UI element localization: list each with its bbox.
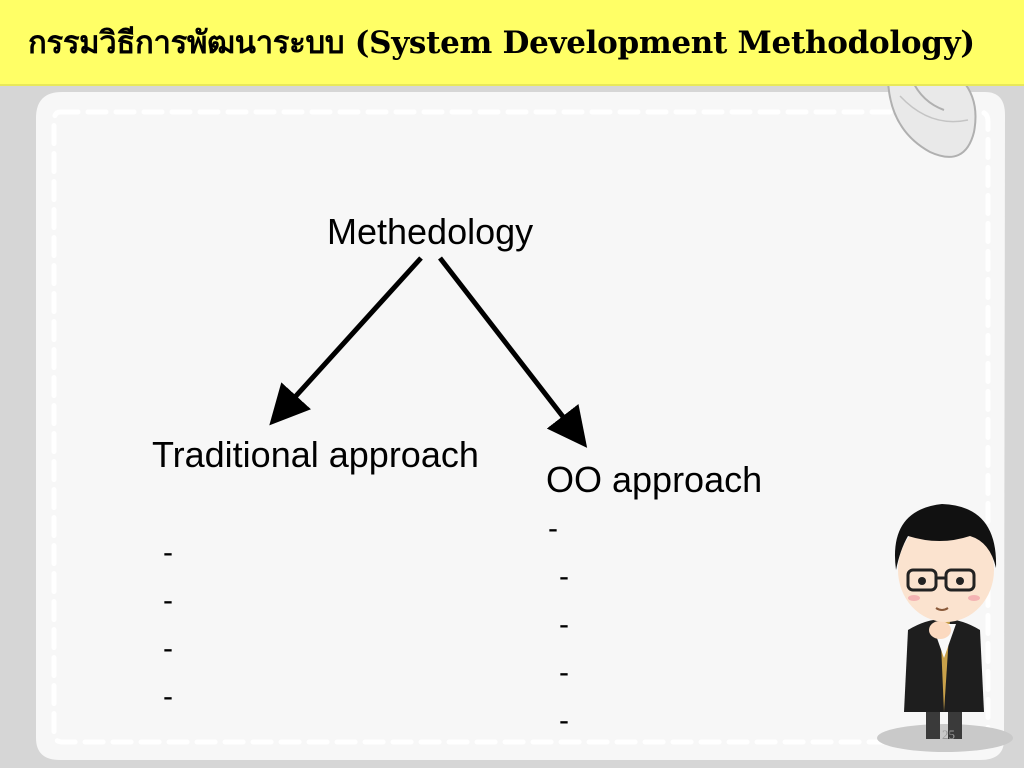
arrow-to-traditional: [269, 256, 423, 426]
board-panel: [36, 92, 1005, 760]
traditional-item: -: [163, 632, 173, 665]
traditional-item: -: [163, 536, 173, 569]
slide-title: กรรมวิธีการพัฒนาระบบ (System Development…: [28, 25, 975, 61]
traditional-item: -: [163, 680, 173, 713]
cartoon-character-icon: [877, 504, 1013, 752]
mouse-icon: [886, 80, 977, 158]
dashed-border: [51, 109, 991, 745]
arrow-to-oo: [438, 256, 588, 448]
oo-item: -: [559, 704, 569, 737]
title-bar: กรรมวิธีการพัฒนาระบบ (System Development…: [0, 0, 1024, 86]
oo-item: -: [548, 512, 558, 545]
oo-item: -: [559, 656, 569, 689]
traditional-node: Traditional approach: [152, 434, 479, 475]
traditional-item: -: [163, 584, 173, 617]
oo-node: OO approach: [546, 459, 763, 500]
root-node: Methedology: [327, 211, 534, 252]
oo-item: -: [559, 560, 569, 593]
page-number: 25: [942, 727, 955, 742]
oo-item: -: [559, 608, 569, 641]
